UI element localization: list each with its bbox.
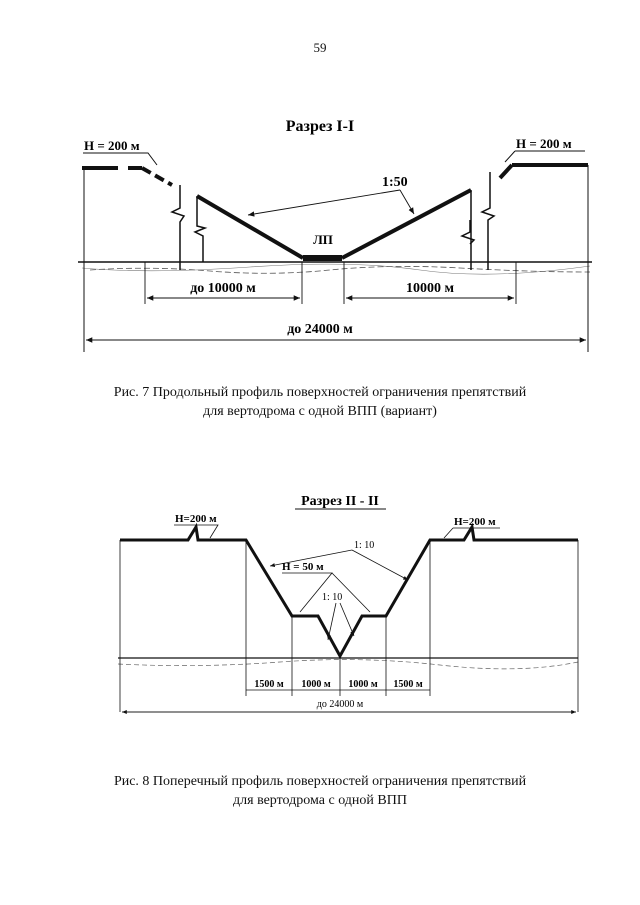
height-label-left: H = 200 м xyxy=(84,138,140,153)
section-title-1: Разрез I-I xyxy=(286,118,354,135)
caption-8-line2: для вертодрома с одной ВПП xyxy=(233,793,407,808)
height-label-right: H = 200 м xyxy=(516,136,572,151)
height-label-left-2: H=200 м xyxy=(175,513,217,525)
dim-3: 1000 м xyxy=(348,679,378,690)
figure-7-diagram: Разрез I-I H = 200 м ЛП H = 200 м 1:50 д… xyxy=(78,118,592,352)
slope-right xyxy=(341,188,472,260)
caption-7-line1: Рис. 7 Продольный профиль поверхностей о… xyxy=(113,385,527,400)
dim-1: 1500 м xyxy=(254,679,284,690)
dim-right: 10000 м xyxy=(406,281,455,296)
height-label-right-2: H=200 м xyxy=(454,516,496,528)
dim-4: 1500 м xyxy=(393,679,423,690)
slope-left xyxy=(195,194,305,260)
dim-2: 1000 м xyxy=(301,679,331,690)
figure-8-caption: Рис. 8 Поперечный профиль поверхностей о… xyxy=(0,772,640,810)
height-label-mid: H = 50 м xyxy=(282,561,324,573)
page-number: 59 xyxy=(313,40,327,55)
slope-label-outer: 1: 10 xyxy=(354,540,374,551)
section-title-2: Разрез II - II xyxy=(301,494,379,509)
slope-label-inner: 1: 10 xyxy=(322,592,342,603)
caption-7-line2: для вертодрома с одной ВПП (вариант) xyxy=(203,404,437,419)
runway-label: ЛП xyxy=(313,232,333,247)
figure-7-caption: Рис. 7 Продольный профиль поверхностей о… xyxy=(0,383,640,421)
dim-total: до 24000 м xyxy=(287,322,353,337)
caption-8-line1: Рис. 8 Поперечный профиль поверхностей о… xyxy=(113,774,527,789)
slope-label: 1:50 xyxy=(382,175,408,190)
figure-8-diagram: Разрез II - II H=200 м H=200 м 1: 10 H =… xyxy=(117,494,579,714)
dim-total-2: до 24000 м xyxy=(317,699,364,710)
profile-surface xyxy=(120,522,578,660)
dim-left: до 10000 м xyxy=(190,281,256,296)
